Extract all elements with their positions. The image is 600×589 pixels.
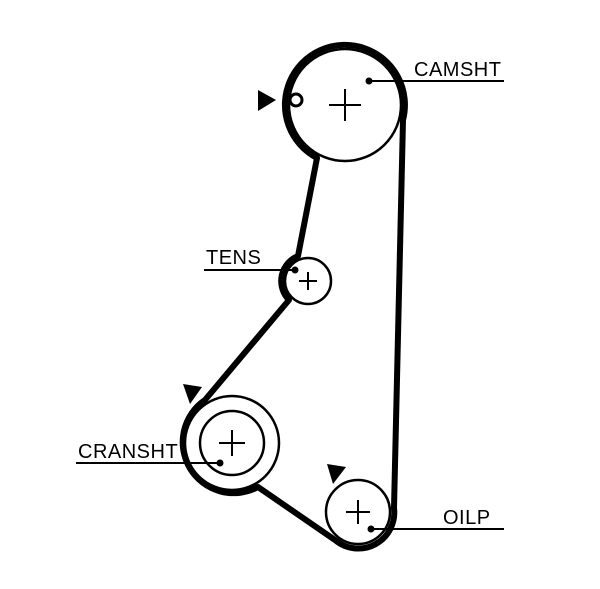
camshaft-label: CAMSHT xyxy=(414,59,501,81)
crankshaft-label: CRANSHT xyxy=(78,441,178,463)
crankshaft-leader-dot xyxy=(216,459,224,467)
tensioner-label: TENS xyxy=(206,247,261,269)
timing-mark-circle-icon xyxy=(288,92,304,108)
oil-pump-label: OILP xyxy=(443,507,491,529)
timing-belt xyxy=(179,41,408,552)
oil-pump-arrow-icon xyxy=(327,464,346,484)
crankshaft-plus-cross-icon xyxy=(219,430,245,456)
crankshaft-arrow-icon xyxy=(183,384,202,404)
camshaft-arrow-icon xyxy=(258,90,276,111)
tensioner-plus-cross-icon xyxy=(299,272,317,290)
tensioner-leader-dot xyxy=(291,266,299,274)
oil-pump-plus-cross-icon xyxy=(346,500,370,524)
camshaft-plus-cross-icon xyxy=(329,89,361,121)
